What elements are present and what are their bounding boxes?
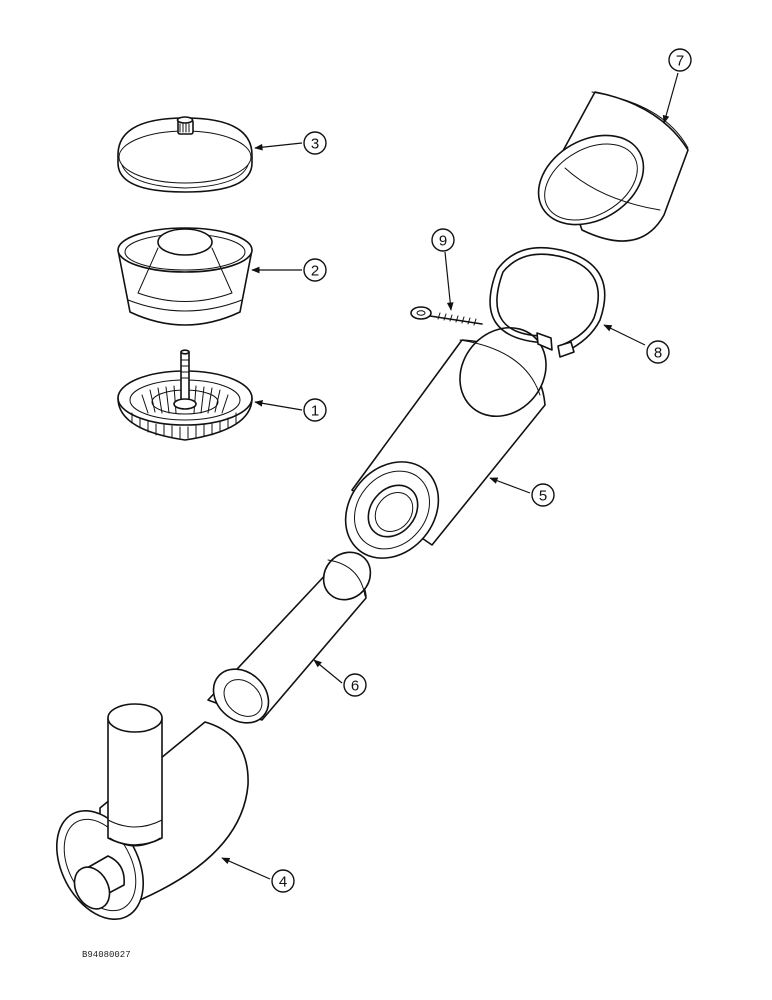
callout-4-label: 4 bbox=[279, 874, 287, 891]
leader-lines bbox=[221, 72, 679, 880]
callout-3-label: 3 bbox=[311, 136, 319, 153]
callout-8: 8 bbox=[646, 340, 670, 364]
part-1-precleaner-fan bbox=[117, 349, 253, 441]
callout-5: 5 bbox=[531, 483, 555, 507]
callout-6-label: 6 bbox=[351, 678, 359, 695]
part-2-bowl bbox=[117, 227, 253, 326]
callout-1-label: 1 bbox=[311, 403, 319, 420]
callout-6: 6 bbox=[343, 673, 367, 697]
callout-2-label: 2 bbox=[311, 263, 319, 280]
part-8-clamp bbox=[489, 246, 606, 358]
callout-7-label: 7 bbox=[676, 53, 684, 70]
part-6-inner-element bbox=[207, 551, 372, 724]
part-7-band bbox=[537, 91, 689, 242]
callout-5-label: 5 bbox=[539, 488, 547, 505]
callout-8-label: 8 bbox=[654, 345, 662, 362]
reference-code: B94080027 bbox=[82, 950, 131, 960]
part-9-eyebolt bbox=[410, 306, 483, 326]
callout-3: 3 bbox=[303, 131, 327, 155]
part-3-cover bbox=[117, 116, 253, 193]
callout-4: 4 bbox=[271, 869, 295, 893]
callout-9-label: 9 bbox=[439, 233, 447, 250]
callout-7: 7 bbox=[668, 48, 692, 72]
part-5-primary-element bbox=[344, 326, 547, 559]
callout-9: 9 bbox=[431, 228, 455, 252]
callout-2: 2 bbox=[303, 258, 327, 282]
part-4-housing bbox=[55, 703, 249, 921]
callout-1: 1 bbox=[303, 398, 327, 422]
